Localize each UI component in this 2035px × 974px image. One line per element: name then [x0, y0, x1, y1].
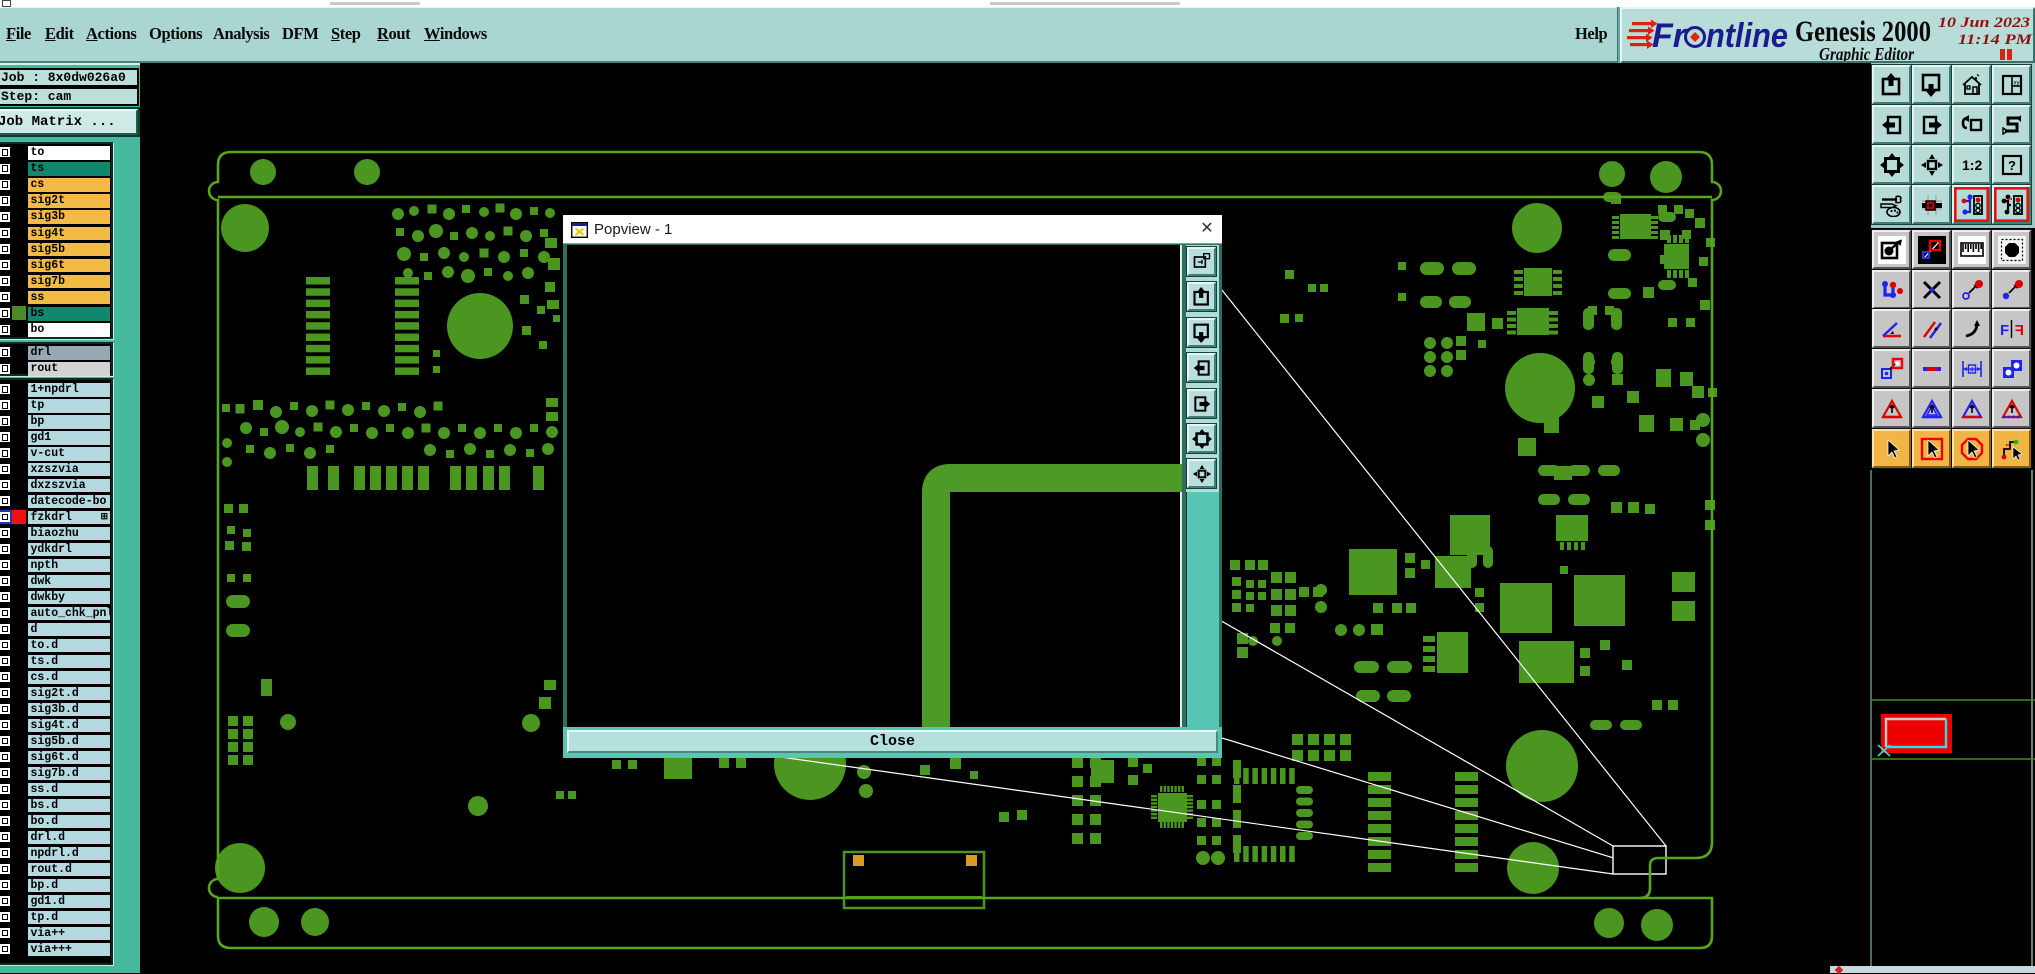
svg-text:Genesis 2000: Genesis 2000 — [1795, 15, 1931, 48]
svg-text:ntline: ntline — [1706, 17, 1788, 55]
svg-text:11:14 PM: 11:14 PM — [1958, 32, 2033, 48]
svg-text:4: 4 — [1970, 366, 1974, 373]
svg-text:F: F — [2014, 322, 2023, 339]
svg-text:xy: xy — [2013, 80, 2019, 86]
svg-text:Graphic Editor: Graphic Editor — [1819, 44, 1915, 61]
svg-text:10 Jun 2023: 10 Jun 2023 — [1938, 15, 2031, 31]
svg-text:Fr: Fr — [1652, 17, 1688, 55]
svg-text:?: ? — [2008, 158, 2016, 173]
svg-text:F: F — [2000, 322, 2009, 339]
svg-text:1:2: 1:2 — [1962, 157, 1982, 173]
